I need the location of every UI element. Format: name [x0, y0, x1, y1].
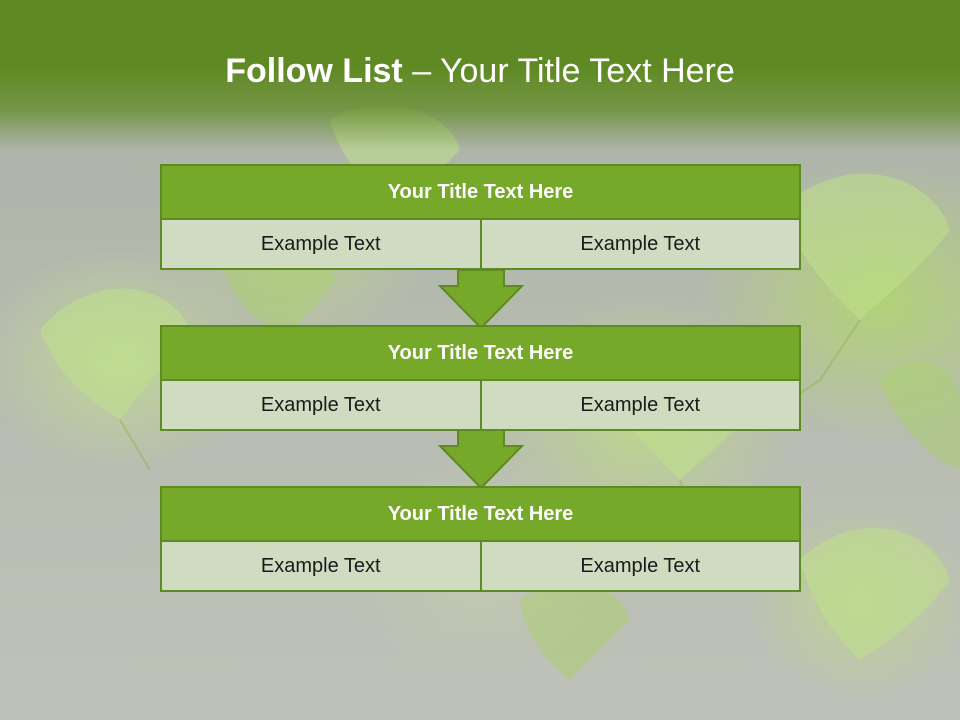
slide-title-strong: Follow List: [225, 52, 403, 90]
step-title: Your Title Text Here: [160, 486, 801, 542]
step-row: Example Text Example Text: [160, 542, 801, 592]
step-panel-3: Your Title Text Here Example Text Exampl…: [160, 486, 801, 592]
step-cell-left: Example Text: [160, 220, 482, 270]
step-cell-left: Example Text: [160, 381, 482, 431]
down-arrow-icon: [438, 270, 524, 330]
step-cell-right: Example Text: [481, 220, 801, 270]
step-title: Your Title Text Here: [160, 325, 801, 381]
step-title: Your Title Text Here: [160, 164, 801, 220]
step-panel-1: Your Title Text Here Example Text Exampl…: [160, 164, 801, 270]
slide-title-rest: – Your Title Text Here: [402, 52, 735, 90]
step-row: Example Text Example Text: [160, 220, 801, 270]
step-row: Example Text Example Text: [160, 381, 801, 431]
step-cell-left: Example Text: [160, 542, 482, 592]
step-cell-right: Example Text: [481, 542, 801, 592]
step-cell-right: Example Text: [481, 381, 801, 431]
down-arrow-icon: [438, 430, 524, 490]
step-panel-2: Your Title Text Here Example Text Exampl…: [160, 325, 801, 431]
title-bar: [0, 0, 960, 150]
slide-title: Follow List – Your Title Text Here: [0, 52, 960, 91]
